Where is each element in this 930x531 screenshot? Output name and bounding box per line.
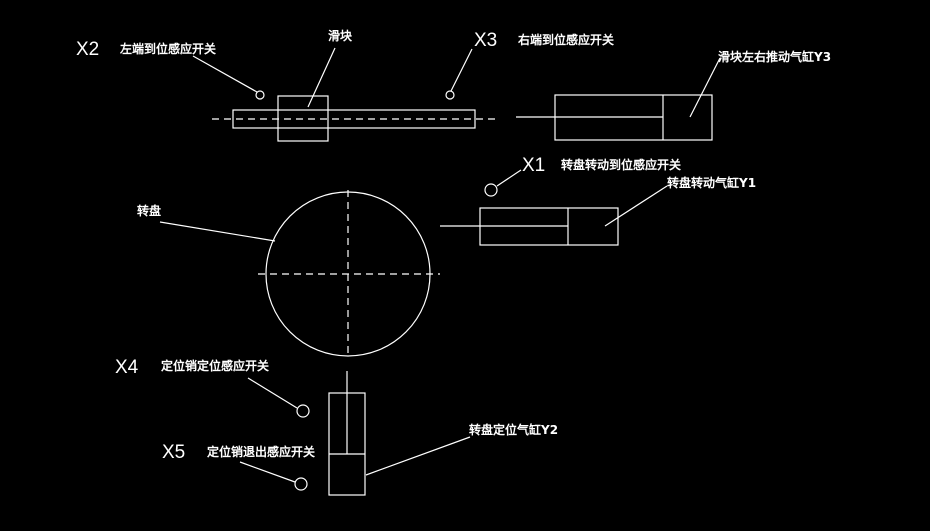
sensor-x2-icon [255, 90, 265, 100]
cylinder-y3-leader [689, 57, 721, 118]
slider-rail-assembly: 滑块 [212, 28, 497, 142]
turntable-label: 转盘 [137, 203, 161, 218]
sensor-x2-code: X2 [76, 39, 99, 60]
slider-block [277, 95, 329, 142]
cylinder-y1: 转盘转动气缸Y1 [440, 175, 756, 246]
sensor-x3: X3 右端到位感应开关 [445, 30, 614, 100]
sensor-x1-code: X1 [522, 155, 545, 176]
sensor-x5-leader [239, 461, 296, 483]
cylinder-y2-leader [365, 436, 471, 476]
sensor-x3-leader [450, 48, 473, 92]
sensor-x1: X1 转盘转动到位感应开关 [484, 155, 681, 197]
slider-leader [307, 47, 336, 108]
cylinder-y2-label: 转盘定位气缸Y2 [469, 422, 558, 437]
sensor-x3-code: X3 [474, 30, 497, 51]
sensor-x5-icon [294, 477, 308, 491]
sensor-x1-icon [484, 183, 498, 197]
cylinder-y1-label: 转盘转动气缸Y1 [667, 175, 756, 190]
slider-label: 滑块 [328, 28, 353, 43]
sensor-x4-leader [247, 377, 298, 409]
turntable: 转盘 [137, 190, 440, 358]
sensor-x4: X4 定位销定位感应开关 [115, 357, 310, 418]
sensor-x4-label: 定位销定位感应开关 [161, 358, 269, 373]
sensor-x2-leader [192, 55, 258, 93]
sensor-x3-icon [445, 90, 455, 100]
cylinder-y1-leader [604, 185, 668, 227]
rail [232, 109, 476, 129]
sensor-x4-icon [296, 404, 310, 418]
sensor-x1-leader [496, 169, 522, 187]
cylinder-y1-body [479, 207, 619, 246]
cylinder-y3: 滑块左右推动气缸Y3 [516, 49, 831, 141]
sensor-x5-label: 定位销退出感应开关 [207, 444, 315, 459]
sensor-x5-code: X5 [162, 442, 185, 463]
sensor-x2-label: 左端到位感应开关 [119, 41, 216, 56]
turntable-leader [159, 221, 276, 242]
cylinder-y2: 转盘定位气缸Y2 [328, 371, 558, 496]
sensor-x2: X2 左端到位感应开关 [76, 39, 265, 100]
sensor-x5: X5 定位销退出感应开关 [162, 442, 315, 491]
cylinder-y2-body [328, 392, 366, 496]
sensor-x3-label: 右端到位感应开关 [517, 32, 614, 47]
sensor-x1-label: 转盘转动到位感应开关 [561, 157, 681, 172]
cylinder-y3-body [554, 94, 713, 141]
cylinder-y3-label: 滑块左右推动气缸Y3 [718, 49, 831, 64]
sensor-x4-code: X4 [115, 357, 139, 378]
